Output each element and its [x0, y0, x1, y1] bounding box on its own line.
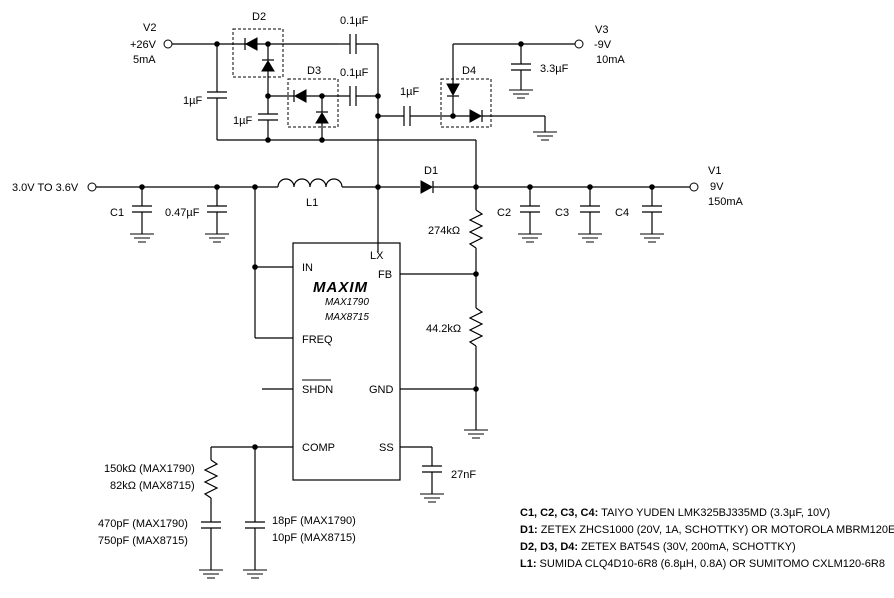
v3-terminal [574, 39, 584, 49]
c2-label: C2 [497, 207, 511, 219]
ic-part-2: MAX8715 [325, 312, 369, 323]
cap-0u1-mid-label: 0.1µF [340, 67, 369, 79]
pin-ss: SS [379, 442, 394, 454]
d1-label: D1 [424, 165, 438, 177]
c1-label: C1 [110, 207, 124, 219]
r-44k2-label: 44.2kΩ [426, 323, 461, 335]
v1-name: V1 [708, 165, 721, 177]
pin-gnd: GND [369, 384, 394, 396]
c4-label: C4 [615, 207, 629, 219]
d2-label: D2 [252, 11, 266, 23]
v2-voltage: +26V [130, 39, 157, 51]
v1-voltage: 9V [710, 181, 724, 193]
cap-0u1-top-label: 0.1µF [340, 15, 369, 27]
v1-current: 150mA [708, 196, 744, 208]
cap-0u47-label: 0.47µF [165, 207, 200, 219]
v2-current: 5mA [133, 54, 156, 66]
v1-terminal [689, 182, 699, 192]
r-comp-b-label: 82kΩ (MAX8715) [110, 480, 195, 492]
bom-line-4: L1: SUMIDA CLQ4D10-6R8 (6.8µH, 0.8A) OR … [520, 558, 885, 570]
r-274k-label: 274kΩ [428, 225, 460, 237]
bom-line-1: C1, C2, C3, C4: TAIYO YUDEN LMK325BJ335M… [520, 507, 830, 519]
pin-comp: COMP [302, 442, 335, 454]
v2-terminal [163, 39, 173, 49]
ic-part-1: MAX1790 [325, 297, 369, 308]
cap-27n-label: 27nF [451, 469, 476, 481]
r-comp-a-label: 150kΩ (MAX1790) [104, 463, 195, 475]
input-terminal [87, 182, 97, 192]
c-ff-a-label: 18pF (MAX1790) [272, 515, 356, 527]
input-voltage-label: 3.0V TO 3.6V [12, 182, 79, 194]
cap-1u-left-label: 1µF [183, 95, 202, 107]
pin-lx: LX [370, 250, 384, 262]
pin-shdn: SHDN [302, 384, 333, 396]
pin-in: IN [302, 262, 313, 274]
cap-3u3-label: 3.3µF [540, 63, 569, 75]
v3-voltage: -9V [594, 39, 612, 51]
bom-line-2: D1: ZETEX ZHCS1000 (20V, 1A, SCHOTTKY) O… [520, 524, 894, 536]
v3-name: V3 [595, 24, 608, 36]
cap-1u-mid-label: 1µF [233, 115, 252, 127]
d3-label: D3 [307, 65, 321, 77]
c3-label: C3 [555, 207, 569, 219]
c-comp-b-label: 750pF (MAX8715) [98, 535, 188, 547]
pin-freq: FREQ [302, 334, 333, 346]
c-ff-b-label: 10pF (MAX8715) [272, 532, 356, 544]
pin-fb: FB [378, 269, 392, 281]
v3-current: 10mA [596, 54, 625, 66]
c-comp-a-label: 470pF (MAX1790) [98, 518, 188, 530]
d4-label: D4 [462, 65, 476, 77]
cap-1u-neg-label: 1µF [400, 86, 419, 98]
l1-label: L1 [306, 197, 318, 209]
v2-name: V2 [143, 22, 156, 34]
ic-body [292, 242, 401, 481]
ic-logo: MAXIM [313, 279, 368, 296]
bom-line-3: D2, D3, D4: ZETEX BAT54S (30V, 200mA, SC… [520, 541, 796, 553]
